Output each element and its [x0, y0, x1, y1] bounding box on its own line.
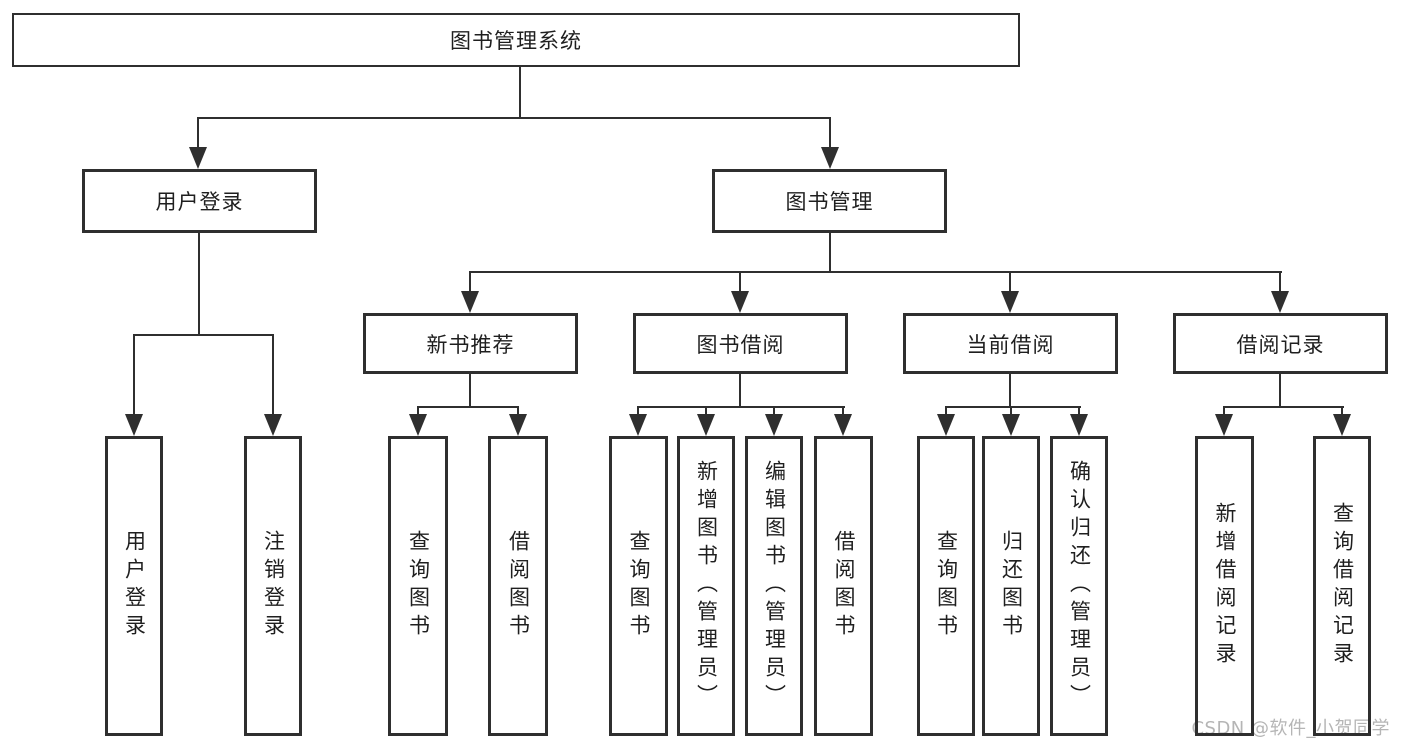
leaf-label: 查询图书 [627, 530, 651, 642]
node-label: 图书管理系统 [450, 29, 582, 53]
leaf-query-books: 查询图书 [388, 436, 448, 736]
node-label: 借阅记录 [1236, 332, 1325, 357]
leaf-label: 用户登录 [122, 530, 147, 642]
arrow-down-icon [1002, 414, 1020, 436]
leaf-return-books: 归还图书 [982, 436, 1040, 736]
connector-current-borrow-rail [945, 406, 1081, 408]
arrow-down-icon [409, 414, 427, 436]
leaf-borrow-books: 借阅图书 [814, 436, 873, 736]
connector-to-leaf-logout [272, 334, 274, 416]
connector-leaf-drop [517, 406, 519, 418]
connector-to-book-borrow [739, 271, 741, 295]
leaf-user-login: 用户登录 [105, 436, 163, 736]
node-label: 当前借阅 [966, 332, 1055, 357]
leaf-borrow-books: 借阅图书 [488, 436, 548, 736]
leaf-label: 编辑图书（管理员） [762, 460, 787, 712]
arrow-down-icon [189, 147, 207, 169]
arrow-down-icon [731, 291, 749, 313]
node-label: 用户登录 [155, 190, 244, 214]
connector-borrow-records-rail [1223, 406, 1344, 408]
connector-root-drop [519, 66, 521, 119]
leaf-add-borrow-record: 新增借阅记录 [1195, 436, 1254, 736]
connector-new-book-drop [469, 373, 471, 408]
arrow-down-icon [264, 414, 282, 436]
leaf-label: 新增图书（管理员） [694, 460, 719, 712]
node-library-management-system: 图书管理系统 [12, 13, 1020, 67]
connector-leaf-drop [842, 406, 844, 418]
node-new-book-recommend: 新书推荐 [363, 313, 578, 374]
leaf-edit-books-admin: 编辑图书（管理员） [745, 436, 803, 736]
connector-level3-rail [469, 271, 1282, 273]
leaf-query-borrow-record: 查询借阅记录 [1313, 436, 1371, 736]
node-label: 图书借阅 [696, 332, 785, 357]
leaf-label: 新增借阅记录 [1213, 502, 1237, 670]
connector-to-new-book [469, 271, 471, 295]
leaf-label: 借阅图书 [832, 530, 856, 642]
connector-leaf-drop [773, 406, 775, 418]
connector-book-borrow-rail [637, 406, 845, 408]
connector-book-management-drop [829, 232, 831, 273]
connector-leaf-drop [945, 406, 947, 418]
arrow-down-icon [125, 414, 143, 436]
arrow-down-icon [765, 414, 783, 436]
arrow-down-icon [834, 414, 852, 436]
connector-book-borrow-drop [739, 373, 741, 408]
connector-leaf-drop [637, 406, 639, 418]
connector-user-login-drop [198, 232, 200, 336]
connector-to-user-login [197, 117, 199, 150]
leaf-label: 查询借阅记录 [1330, 502, 1355, 670]
node-book-management: 图书管理 [712, 169, 947, 233]
leaf-query-books: 查询图书 [917, 436, 975, 736]
connector-leaf-drop [1078, 406, 1080, 418]
leaf-add-books-admin: 新增图书（管理员） [677, 436, 735, 736]
node-label: 新书推荐 [426, 332, 515, 357]
arrow-down-icon [1070, 414, 1088, 436]
node-user-login: 用户登录 [82, 169, 317, 233]
connector-leaf-drop [1341, 406, 1343, 418]
node-current-borrow: 当前借阅 [903, 313, 1118, 374]
connector-to-borrow-records [1279, 271, 1281, 295]
arrow-down-icon [461, 291, 479, 313]
connector-borrow-records-drop [1279, 373, 1281, 408]
connector-level2-rail [197, 117, 831, 119]
connector-new-book-rail [417, 406, 519, 408]
leaf-label: 查询图书 [934, 530, 959, 642]
arrow-down-icon [629, 414, 647, 436]
arrow-down-icon [1001, 291, 1019, 313]
connector-to-current-borrow [1009, 271, 1011, 295]
arrow-down-icon [1215, 414, 1233, 436]
node-book-borrow: 图书借阅 [633, 313, 848, 374]
node-label: 图书管理 [785, 190, 874, 214]
arrow-down-icon [821, 147, 839, 169]
arrow-down-icon [1333, 414, 1351, 436]
leaf-label: 注销登录 [261, 530, 286, 642]
connector-leaf-drop [417, 406, 419, 418]
arrow-down-icon [1271, 291, 1289, 313]
leaf-label: 查询图书 [406, 530, 431, 642]
leaf-label: 归还图书 [999, 530, 1024, 642]
connector-leaf-drop [1010, 406, 1012, 418]
node-borrow-records: 借阅记录 [1173, 313, 1388, 374]
connector-leaf-drop [1223, 406, 1225, 418]
connector-to-leaf-user-login [133, 334, 135, 416]
arrow-down-icon [937, 414, 955, 436]
connector-to-book-management [829, 117, 831, 150]
connector-current-borrow-drop [1009, 373, 1011, 408]
leaf-confirm-return-admin: 确认归还（管理员） [1050, 436, 1108, 736]
connector-user-login-rail [133, 334, 274, 336]
leaf-query-books: 查询图书 [609, 436, 668, 736]
leaf-label: 借阅图书 [506, 530, 531, 642]
arrow-down-icon [697, 414, 715, 436]
leaf-label: 确认归还（管理员） [1067, 460, 1092, 712]
connector-leaf-drop [705, 406, 707, 418]
leaf-logout: 注销登录 [244, 436, 302, 736]
arrow-down-icon [509, 414, 527, 436]
